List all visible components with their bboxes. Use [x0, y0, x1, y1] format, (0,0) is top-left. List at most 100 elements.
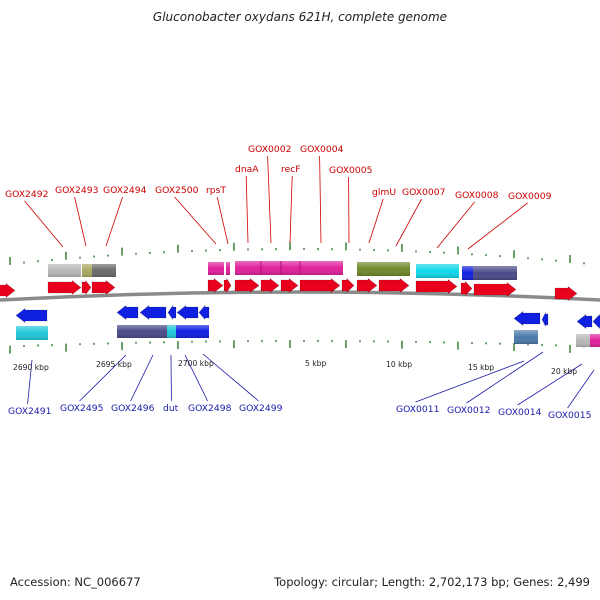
- gene-label-gox2495: GOX2495: [60, 403, 104, 414]
- gene-label-gox2494: GOX2494: [103, 185, 147, 196]
- cog-box-shade: [590, 334, 600, 347]
- scale-ticks-bottom: [9, 340, 585, 354]
- gene-arrow: [176, 304, 199, 321]
- cog-box-shade: [82, 264, 92, 277]
- gene-arrow: [378, 277, 410, 294]
- gene-arrows: [0, 277, 600, 330]
- leader-line: [216, 196, 229, 245]
- gene-arrow: [576, 313, 593, 330]
- accession-text: Accession: NC_006677: [10, 575, 141, 589]
- leader-line: [466, 351, 544, 404]
- leader-line: [130, 354, 154, 402]
- leader-line: [74, 196, 87, 247]
- leader-line: [174, 196, 217, 245]
- cog-box-shade: [176, 325, 209, 338]
- scale-label: 20 kbp: [551, 367, 577, 376]
- leader-line: [395, 198, 422, 247]
- cog-box-shade: [357, 262, 410, 276]
- gene-label-gox0007: GOX0007: [402, 187, 446, 198]
- gene-arrow: [513, 310, 541, 327]
- gene-arrow: [198, 304, 210, 321]
- gene-label-gox2498: GOX2498: [188, 403, 232, 414]
- leader-line: [245, 175, 249, 244]
- leader-line: [267, 155, 272, 244]
- scale-label: 2695 kbp: [96, 360, 132, 369]
- gene-arrow: [0, 282, 16, 299]
- leader-line: [27, 359, 33, 405]
- scale-label: 15 kbp: [468, 363, 494, 372]
- cog-box-shade: [16, 326, 48, 340]
- cog-box-shade: [462, 266, 473, 280]
- leader-line: [517, 363, 583, 406]
- cog-box-shade: [117, 325, 167, 338]
- cog-box-shade: [576, 334, 590, 347]
- gene-arrow: [234, 277, 260, 294]
- backbone-line: [0, 290, 600, 302]
- leader-line: [105, 196, 123, 247]
- gene-label-gox0004: GOX0004: [300, 144, 344, 155]
- gene-label-gox0012: GOX0012: [447, 405, 490, 416]
- leader-line: [415, 360, 525, 403]
- gene-arrow: [541, 312, 549, 327]
- scale-label: 10 kbp: [386, 360, 412, 369]
- gene-arrow: [81, 279, 92, 296]
- gene-label-gox2491: GOX2491: [8, 406, 51, 417]
- scale-ticks-top: [9, 242, 585, 265]
- gene-label-dut: dut: [163, 403, 179, 414]
- leader-line: [24, 200, 64, 248]
- leader-line: [436, 201, 475, 249]
- gene-arrow: [280, 277, 299, 294]
- cog-box-shade: [416, 264, 459, 278]
- gene-arrow: [91, 279, 116, 296]
- gene-arrow: [116, 304, 139, 321]
- gene-label-gox2492: GOX2492: [5, 189, 48, 200]
- cog-box-shade: [208, 262, 224, 275]
- gene-arrow: [167, 304, 177, 321]
- gene-label-gox2499: GOX2499: [239, 403, 283, 414]
- gene-label-gox0002: GOX0002: [248, 144, 291, 155]
- gene-arrow: [47, 279, 82, 296]
- cog-category-boxes: [16, 261, 600, 347]
- leader-line: [202, 353, 259, 402]
- genome-backbone: [0, 290, 600, 302]
- gene-arrow: [473, 281, 517, 298]
- gene-label-rpst: rpsT: [206, 185, 226, 196]
- gene-arrow: [139, 304, 167, 321]
- gene-label-gox0005: GOX0005: [329, 165, 373, 176]
- leader-line: [368, 198, 384, 244]
- genome-summary-text: Topology: circular; Length: 2,702,173 bp…: [274, 575, 590, 589]
- cog-box-shade: [226, 262, 230, 275]
- gene-arrow: [592, 313, 600, 330]
- gene-arrow: [460, 280, 473, 297]
- gene-label-gox0015: GOX0015: [548, 410, 592, 421]
- map-title: Gluconobacter oxydans 621H, complete gen…: [152, 10, 448, 24]
- scale-label: 2700 kbp: [178, 359, 214, 368]
- leader-line: [289, 175, 293, 244]
- gene-label-dnaa: dnaA: [235, 164, 259, 175]
- gene-arrow: [260, 277, 280, 294]
- leader-line: [79, 354, 127, 402]
- gene-label-gox0008: GOX0008: [455, 190, 499, 201]
- gene-arrow: [223, 277, 232, 294]
- gene-arrow: [299, 277, 341, 294]
- leader-line: [319, 155, 322, 244]
- leader-line: [184, 354, 208, 402]
- gene-label-gox0011: GOX0011: [396, 404, 439, 415]
- gene-label-gox2493: GOX2493: [55, 185, 99, 196]
- leader-line: [467, 202, 528, 250]
- gene-label-gox0014: GOX0014: [498, 407, 542, 418]
- gene-arrow: [554, 285, 578, 302]
- scale-label: 5 kbp: [305, 359, 326, 368]
- gene-label-gox2496: GOX2496: [111, 403, 155, 414]
- cog-box-shade: [167, 325, 176, 338]
- cog-box-shade: [473, 266, 517, 280]
- gene-label-gox0009: GOX0009: [508, 191, 552, 202]
- gene-label-recf: recF: [281, 164, 301, 175]
- cog-box-shade: [235, 261, 343, 275]
- leader-line: [567, 369, 595, 409]
- gene-arrow: [207, 277, 224, 294]
